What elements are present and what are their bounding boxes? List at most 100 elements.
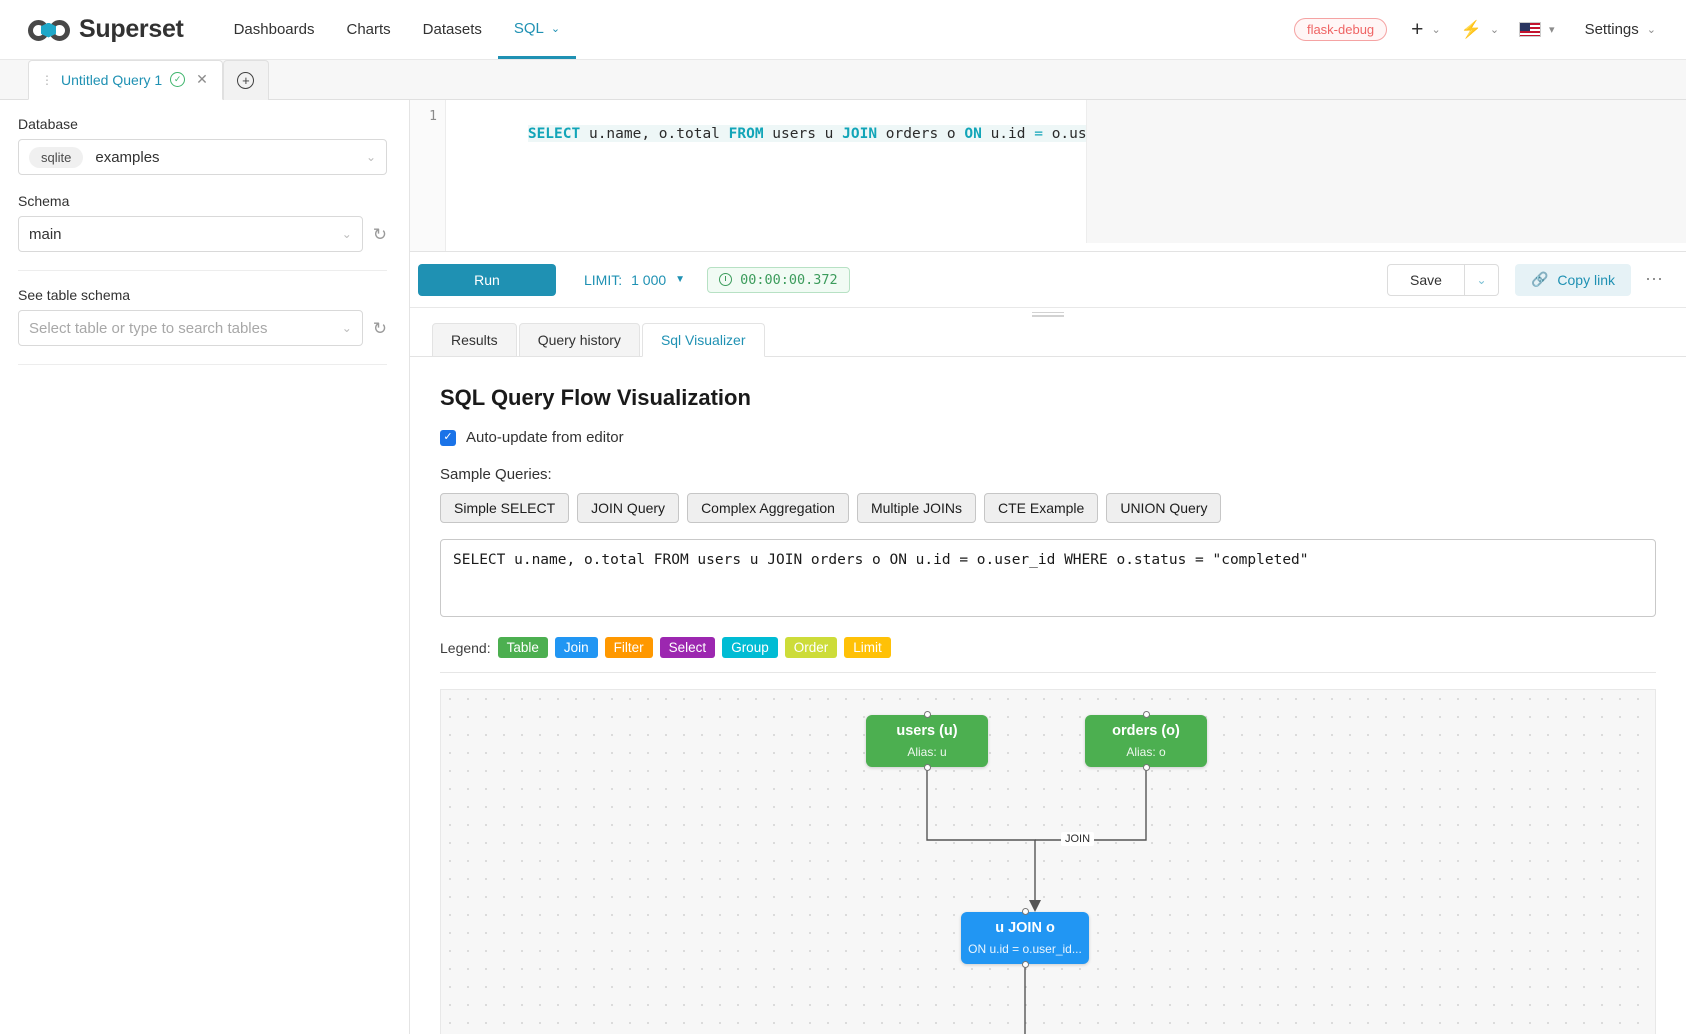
language-picker[interactable]: ▾ (1511, 16, 1563, 43)
result-area: Results Query history Sql Visualizer SQL… (410, 320, 1686, 1034)
sample-btn-union-query[interactable]: UNION Query (1106, 493, 1222, 523)
legend-chip-select: Select (659, 637, 716, 658)
settings-label: Settings (1584, 21, 1639, 38)
flow-edge-label-join: JOIN (1061, 832, 1095, 846)
table-schema-field: See table schema Select table or type to… (18, 287, 387, 346)
query-tab-strip: ⋮ Untitled Query 1 ✓ ✕ + (0, 60, 1686, 100)
flow-node-subtitle: Alias: o (1126, 745, 1166, 759)
check-circle-icon: ✓ (170, 72, 186, 87)
flow-edges (926, 767, 1147, 1034)
legend-chip-join: Join (554, 637, 598, 658)
timer-value: 00:00:00.372 (740, 271, 838, 288)
sample-btn-multiple-joins[interactable]: Multiple JOINs (856, 493, 976, 523)
node-port-bottom (923, 764, 931, 771)
schema-label: Schema (18, 193, 70, 209)
schema-select[interactable]: main ⌄ (18, 216, 363, 252)
flow-node-subtitle: Alias: u (907, 745, 947, 759)
limit-dropdown[interactable]: LIMIT: 1 000 ▼ (584, 272, 685, 288)
flow-node-title: orders (o) (1112, 723, 1180, 739)
plus-icon: + (1411, 18, 1424, 41)
visualizer-sql-input[interactable] (440, 539, 1656, 617)
limit-value: 1 000 (631, 271, 667, 288)
toolbar-right: Save ⌄ 🔗 Copy link ⋯ (1387, 263, 1664, 296)
refresh-schema-icon[interactable]: ↻ (372, 224, 387, 244)
nav-link-charts[interactable]: Charts (346, 21, 391, 38)
legend-chip-group: Group (722, 637, 778, 658)
save-group: Save ⌄ (1387, 263, 1499, 296)
brand-name: Superset (79, 15, 184, 43)
navbar-right: flask-debug + ⌄ ⚡ ⌄ ▾ Settings ⌄ (1293, 13, 1664, 46)
sample-btn-cte-example[interactable]: CTE Example (983, 493, 1099, 523)
table-select[interactable]: Select table or type to search tables ⌄ (18, 310, 363, 346)
node-port-top (1142, 711, 1150, 718)
left-query-panel: Database sqlite examples ⌄ Schema main ⌄… (0, 100, 410, 1034)
chevron-down-icon: ⌄ (550, 22, 561, 35)
nav-links: Dashboards Charts Datasets SQL ⌄ (218, 0, 577, 59)
ellipsis-icon[interactable]: ⋯ (1645, 269, 1664, 289)
chevron-down-icon: ⌄ (1489, 24, 1500, 36)
database-select[interactable]: sqlite examples ⌄ (18, 139, 387, 175)
sample-btn-complex-aggregation[interactable]: Complex Aggregation (687, 493, 849, 523)
flow-node-title: u JOIN o (995, 920, 1055, 936)
close-icon[interactable]: ✕ (196, 71, 208, 87)
sample-query-buttons: Simple SELECT JOIN Query Complex Aggrega… (440, 493, 1656, 523)
legend-chip-table: Table (497, 637, 548, 658)
node-port-bottom (1021, 961, 1029, 968)
legend-chip-limit: Limit (844, 637, 891, 658)
refresh-tables-icon[interactable]: ↻ (372, 318, 387, 338)
node-port-top (923, 711, 931, 718)
editor-code-line: SELECT u.name, o.total FROM users u JOIN… (527, 125, 1086, 142)
legend-label: Legend: (440, 639, 491, 656)
run-button[interactable]: Run (418, 263, 556, 296)
database-field: Database sqlite examples ⌄ (18, 116, 387, 175)
add-query-tab-button[interactable]: + (222, 60, 269, 100)
legend-divider (440, 672, 1656, 673)
bolt-menu-button[interactable]: ⚡ ⌄ (1453, 15, 1507, 44)
schema-value: main (29, 225, 62, 243)
flow-node-orders[interactable]: orders (o) Alias: o (1085, 711, 1207, 771)
auto-update-checkbox[interactable]: ✓ (440, 429, 456, 446)
sample-btn-simple-select[interactable]: Simple SELECT (440, 493, 570, 523)
panel-divider-2 (18, 364, 387, 365)
save-dropdown-button[interactable]: ⌄ (1464, 263, 1499, 296)
panel-resize-handle[interactable] (410, 308, 1686, 320)
tab-query-history[interactable]: Query history (518, 323, 640, 357)
tab-sql-visualizer[interactable]: Sql Visualizer (641, 323, 765, 357)
brand-logo-link[interactable]: Superset (28, 15, 184, 44)
legend-chip-order: Order (784, 637, 838, 658)
database-engine-chip: sqlite (29, 146, 84, 168)
copy-link-label: Copy link (1557, 271, 1615, 288)
plus-circle-icon: + (237, 72, 255, 89)
editor-code-area[interactable]: SELECT u.name, o.total FROM users u JOIN… (446, 100, 1086, 251)
auto-update-label: Auto-update from editor (466, 429, 624, 446)
superset-logo-icon (28, 18, 70, 42)
drag-handle-icon[interactable]: ⋮ (41, 72, 53, 87)
settings-menu[interactable]: Settings ⌄ (1567, 15, 1664, 44)
result-tabs: Results Query history Sql Visualizer (410, 320, 1686, 357)
query-flow-canvas[interactable]: users (u) Alias: u orders (o) Alias: o J… (440, 689, 1656, 1034)
editor-gutter: 1 (410, 100, 446, 251)
sample-btn-join-query[interactable]: JOIN Query (577, 493, 680, 523)
table-placeholder: Select table or type to search tables (29, 319, 268, 337)
sql-visualizer-panel: SQL Query Flow Visualization ✓ Auto-upda… (410, 357, 1686, 1034)
copy-link-button[interactable]: 🔗 Copy link (1514, 263, 1631, 296)
nav-link-sql[interactable]: SQL ⌄ (497, 0, 577, 59)
line-number: 1 (429, 109, 437, 124)
top-navbar: Superset Dashboards Charts Datasets SQL … (0, 0, 1686, 60)
node-port-top (1021, 908, 1029, 915)
tab-results[interactable]: Results (432, 323, 517, 357)
sample-queries-label: Sample Queries: (440, 466, 552, 483)
nav-link-dashboards[interactable]: Dashboards (233, 21, 315, 38)
nav-link-datasets[interactable]: Datasets (422, 21, 482, 38)
sql-editor[interactable]: 1 SELECT u.name, o.total FROM users u JO… (410, 100, 1686, 252)
flow-node-join[interactable]: u JOIN o ON u.id = o.user_id... (961, 908, 1089, 968)
flow-node-users[interactable]: users (u) Alias: u (866, 711, 988, 771)
editor-toolbar: Run LIMIT: 1 000 ▼ 00:00:00.372 Save ⌄ 🔗 (410, 252, 1686, 308)
chevron-down-icon: ⌄ (1476, 272, 1487, 287)
auto-update-row[interactable]: ✓ Auto-update from editor (440, 429, 1656, 446)
save-button[interactable]: Save (1387, 263, 1465, 296)
page-title: SQL Query Flow Visualization (440, 385, 751, 410)
query-tab-untitled-query-1[interactable]: ⋮ Untitled Query 1 ✓ ✕ (28, 60, 223, 100)
new-menu-button[interactable]: + ⌄ (1403, 13, 1448, 46)
right-editor-panel: 1 SELECT u.name, o.total FROM users u JO… (410, 100, 1686, 1034)
